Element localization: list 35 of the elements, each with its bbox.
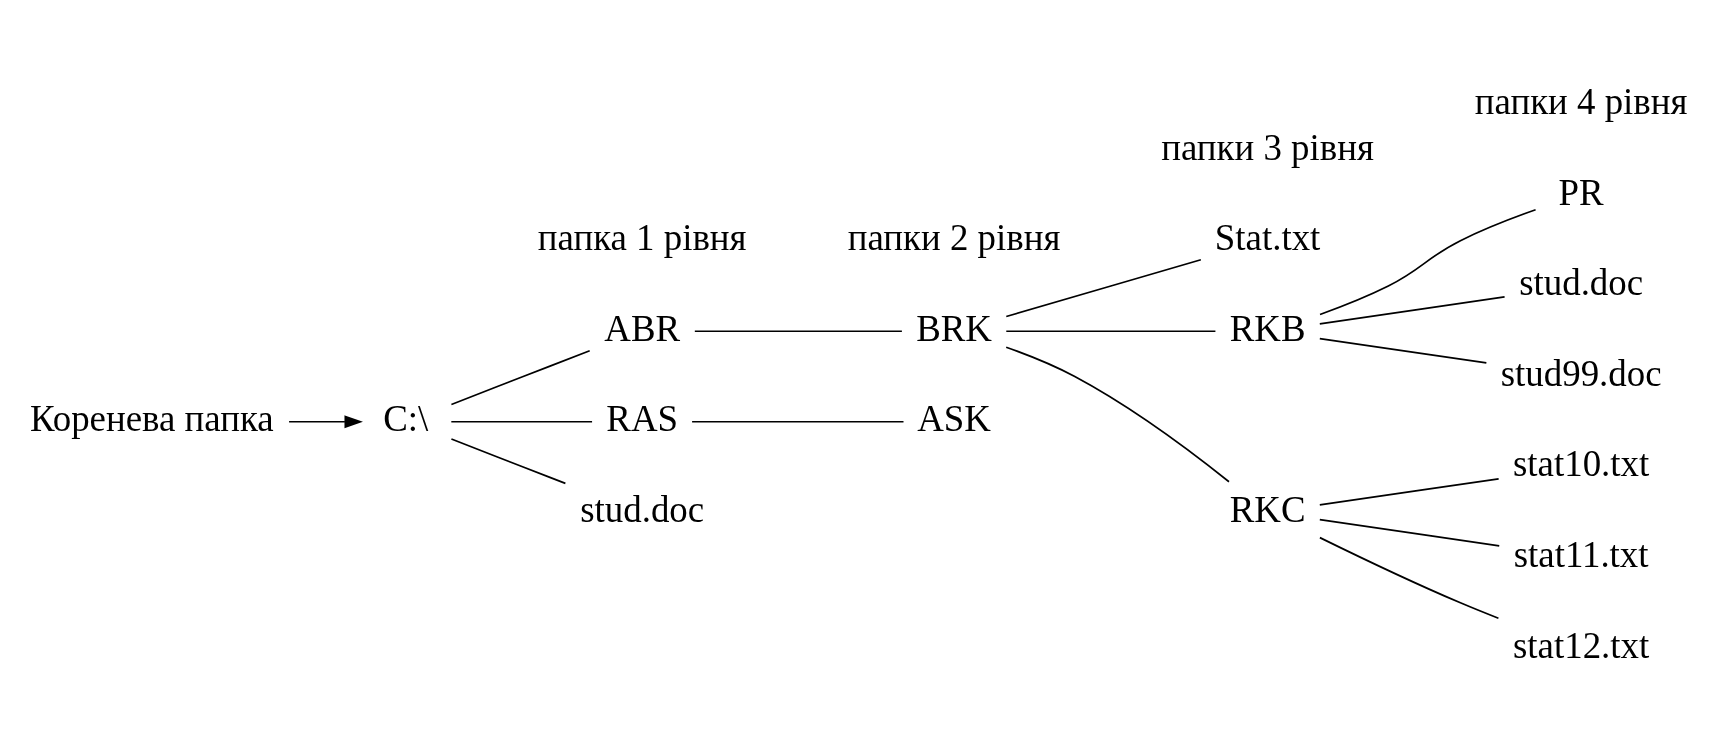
connector	[694, 329, 903, 332]
connector	[450, 349, 591, 405]
connector	[691, 420, 905, 423]
label: папка 1 рівня	[537, 216, 747, 258]
connector	[1005, 329, 1217, 332]
node-text: stat11.txt	[1513, 533, 1649, 575]
node-text: stud99.doc	[1500, 352, 1662, 394]
node-text: ABR	[604, 307, 681, 349]
node-text: BRK	[916, 307, 992, 349]
connector	[450, 437, 567, 484]
connector	[1005, 345, 1230, 483]
connector	[1318, 337, 1488, 364]
node-text: stat12.txt	[1513, 624, 1650, 665]
connector	[1318, 477, 1500, 506]
arrow	[288, 414, 363, 428]
connector	[1318, 295, 1506, 325]
node-text: PR	[1558, 171, 1604, 213]
connector	[450, 420, 593, 423]
node-text: Коренева папка	[29, 397, 274, 439]
node-text: RAS	[606, 397, 679, 439]
node-text: ASK	[917, 397, 991, 439]
node-text: RKC	[1229, 488, 1306, 530]
connector	[1005, 258, 1202, 317]
label: папки 3 рівня	[1161, 126, 1374, 168]
node-text: C:\	[383, 397, 429, 439]
node-text: Stat.txt	[1214, 216, 1321, 258]
connector	[1319, 208, 1537, 315]
node-text: RKB	[1229, 307, 1306, 349]
node-text: stud.doc	[580, 488, 705, 530]
connector	[1318, 518, 1501, 547]
label: папки 2 рівня	[847, 216, 1061, 258]
label: папки 4 рівня	[1474, 80, 1688, 122]
connector	[1319, 536, 1500, 619]
node-text: stat10.txt	[1513, 442, 1650, 484]
node-text: stud.doc	[1519, 261, 1644, 303]
